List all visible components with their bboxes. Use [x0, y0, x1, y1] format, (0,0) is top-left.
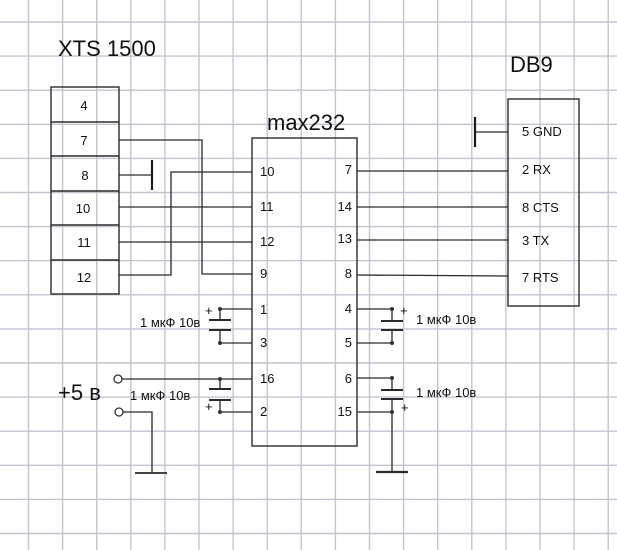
- capacitor-label: 1 мкФ 10в: [416, 312, 476, 327]
- max232-body: [251, 137, 358, 447]
- max232-title: max232: [267, 110, 345, 135]
- xts-pin: 10: [76, 201, 90, 216]
- xts-pin: 4: [80, 98, 87, 113]
- capacitor-label: 1 мкФ 10в: [130, 388, 190, 403]
- chip-pin-left: 1: [260, 302, 267, 317]
- wire-power-ground: [123, 411, 153, 473]
- polarity-mark: +: [205, 303, 213, 318]
- xts-pin: 12: [77, 270, 91, 285]
- capacitor-c1: + 1 мкФ 10в: [140, 303, 252, 345]
- db9-pin: 5 GND: [522, 124, 562, 139]
- xts-connector: 4 7 8 10 11 12: [50, 86, 120, 295]
- chip-pin-right: 14: [338, 199, 352, 214]
- db9-body: [507, 98, 580, 307]
- db9-pin: 3 TX: [522, 233, 550, 248]
- chip-pin-left: 3: [260, 335, 267, 350]
- db9-pin: 2 RX: [522, 162, 551, 177]
- polarity-mark: +: [400, 303, 408, 318]
- xts-pin: 7: [80, 133, 87, 148]
- xts-wires: [119, 139, 252, 276]
- power-label: +5 в: [58, 380, 101, 405]
- capacitor-label: 1 мкФ 10в: [140, 315, 200, 330]
- chip-pin-right: 8: [345, 266, 352, 281]
- chip-pin-left: 2: [260, 404, 267, 419]
- db9-connector: 5 GND 2 RX 8 CTS 3 TX 7 RTS: [507, 98, 580, 307]
- xts-title: XTS 1500: [58, 36, 156, 61]
- db9-pin: 8 CTS: [522, 200, 559, 215]
- wire-xts12-to-pin10: [119, 171, 252, 276]
- chip-pin-left: 10: [260, 164, 274, 179]
- xts-pin: 11: [77, 235, 91, 250]
- vcc-terminal: [113, 374, 123, 384]
- max232-chip: 10 11 12 9 1 3 16 2 7 14 13 8 4 5 6 15: [251, 137, 358, 447]
- capacitor-c3: + 1 мкФ 10в: [357, 303, 476, 345]
- chip-pin-right: 13: [338, 231, 352, 246]
- power-input: [113, 374, 220, 474]
- chip-pin-right: 4: [345, 301, 352, 316]
- polarity-mark: +: [205, 399, 213, 414]
- chip-pin-right: 15: [338, 404, 352, 419]
- db9-title: DB9: [510, 52, 553, 77]
- chip-pin-right: 7: [345, 162, 352, 177]
- gnd-terminal: [114, 407, 124, 417]
- capacitor-c4: + 1 мкФ 10в: [357, 376, 476, 474]
- chip-pin-right: 6: [345, 371, 352, 386]
- chip-pin-left: 16: [260, 371, 274, 386]
- db9-pin: 7 RTS: [522, 270, 559, 285]
- db9-wires: [356, 117, 509, 277]
- chip-pin-right: 5: [345, 335, 352, 350]
- wire-pin8-to-rts: [356, 274, 509, 277]
- chip-pin-left: 11: [260, 199, 274, 214]
- xts-pin: 8: [81, 168, 88, 183]
- chip-pin-left: 9: [260, 266, 267, 281]
- capacitor-label: 1 мкФ 10в: [416, 385, 476, 400]
- polarity-mark: +: [401, 400, 409, 415]
- chip-pin-left: 12: [260, 234, 274, 249]
